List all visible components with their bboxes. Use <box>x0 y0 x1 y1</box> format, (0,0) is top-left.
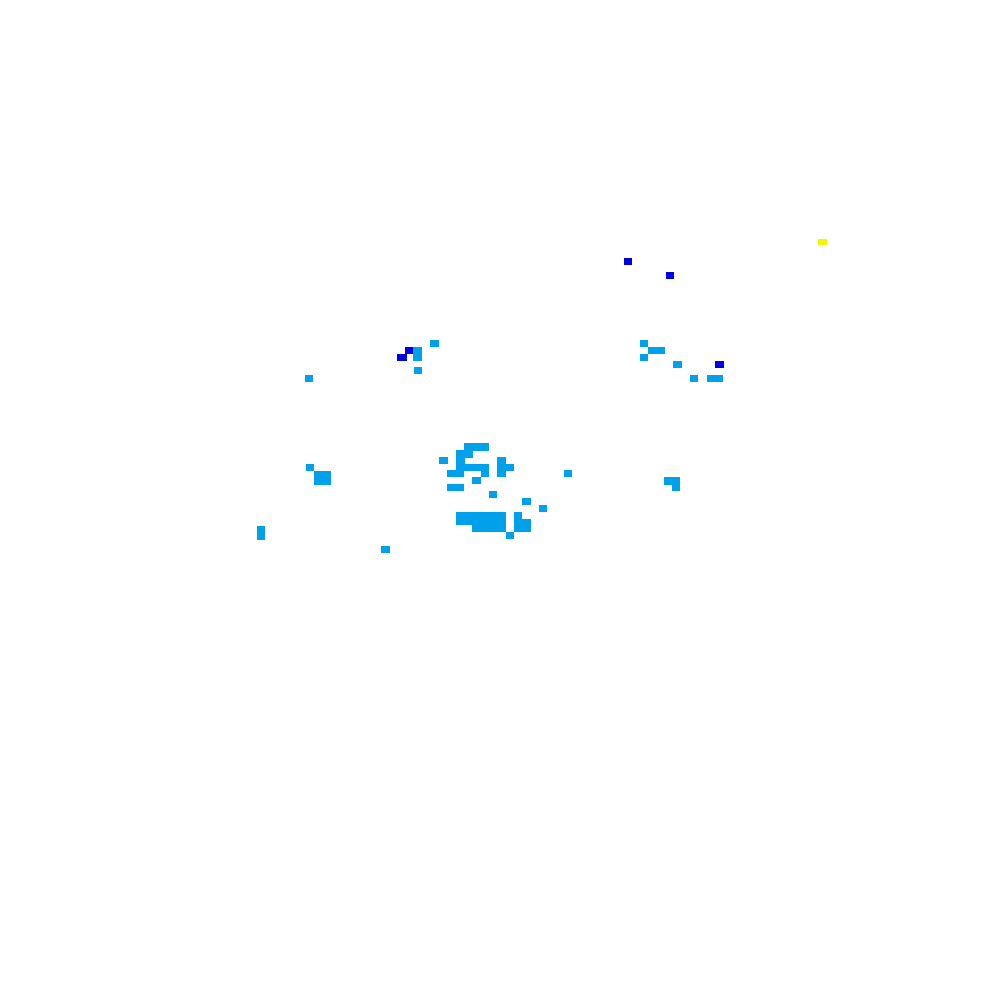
pixel-cell-dark-blue <box>666 272 674 279</box>
pixel-cell-light-blue <box>497 464 514 471</box>
pixel-cell-light-blue <box>472 477 481 484</box>
pixel-cell-light-blue <box>306 464 314 471</box>
pixel-cell-light-blue <box>456 512 506 519</box>
pixel-cell-light-blue <box>257 526 265 540</box>
pixel-cell-light-blue <box>664 477 680 485</box>
pixel-cell-light-blue <box>707 375 723 382</box>
pixel-cell-light-blue <box>514 525 531 532</box>
pixel-cell-light-blue <box>506 532 514 539</box>
pixel-cell-light-blue <box>464 443 489 451</box>
pixel-cell-light-blue <box>497 470 506 477</box>
pixel-cell-light-blue <box>514 519 531 525</box>
pixel-cell-dark-blue <box>405 347 414 354</box>
pixel-cell-light-blue <box>430 340 439 347</box>
pixel-cell-light-blue <box>514 512 522 519</box>
pixel-cell-light-blue <box>497 457 506 464</box>
pixel-cell-light-blue <box>447 484 464 491</box>
pixel-cell-light-blue <box>648 347 665 354</box>
pixel-cell-light-blue <box>481 470 489 477</box>
pixel-cell-light-blue <box>472 525 506 532</box>
pixel-cell-light-blue <box>640 354 648 361</box>
pixel-cell-light-blue <box>672 484 680 491</box>
pixel-cell-light-blue <box>447 470 464 477</box>
pixel-cell-light-blue <box>456 457 465 465</box>
pixel-cell-light-blue <box>673 361 682 368</box>
pixel-cell-light-blue <box>539 505 547 512</box>
pixel-cell-light-blue <box>439 457 448 464</box>
pixel-cell-light-blue <box>522 498 531 505</box>
pixel-cell-light-blue <box>456 464 489 471</box>
pixel-cell-dark-blue <box>715 361 724 368</box>
pixel-cell-light-blue <box>305 375 313 382</box>
pixel-cell-light-blue <box>690 375 698 382</box>
pixel-cell-light-blue <box>640 340 648 347</box>
pixel-cell-light-blue <box>456 519 506 525</box>
pixel-cell-yellow <box>818 239 827 245</box>
pixel-cell-light-blue <box>456 450 473 458</box>
pixel-cell-light-blue <box>413 347 422 361</box>
pixel-cell-light-blue <box>414 367 422 374</box>
pixel-cell-dark-blue <box>624 258 632 265</box>
pixel-cell-light-blue <box>314 471 331 485</box>
pixel-cell-light-blue <box>489 491 497 498</box>
pixel-cell-light-blue <box>381 546 390 553</box>
pixel-cell-dark-blue <box>397 354 407 361</box>
pixel-cell-light-blue <box>564 470 572 477</box>
